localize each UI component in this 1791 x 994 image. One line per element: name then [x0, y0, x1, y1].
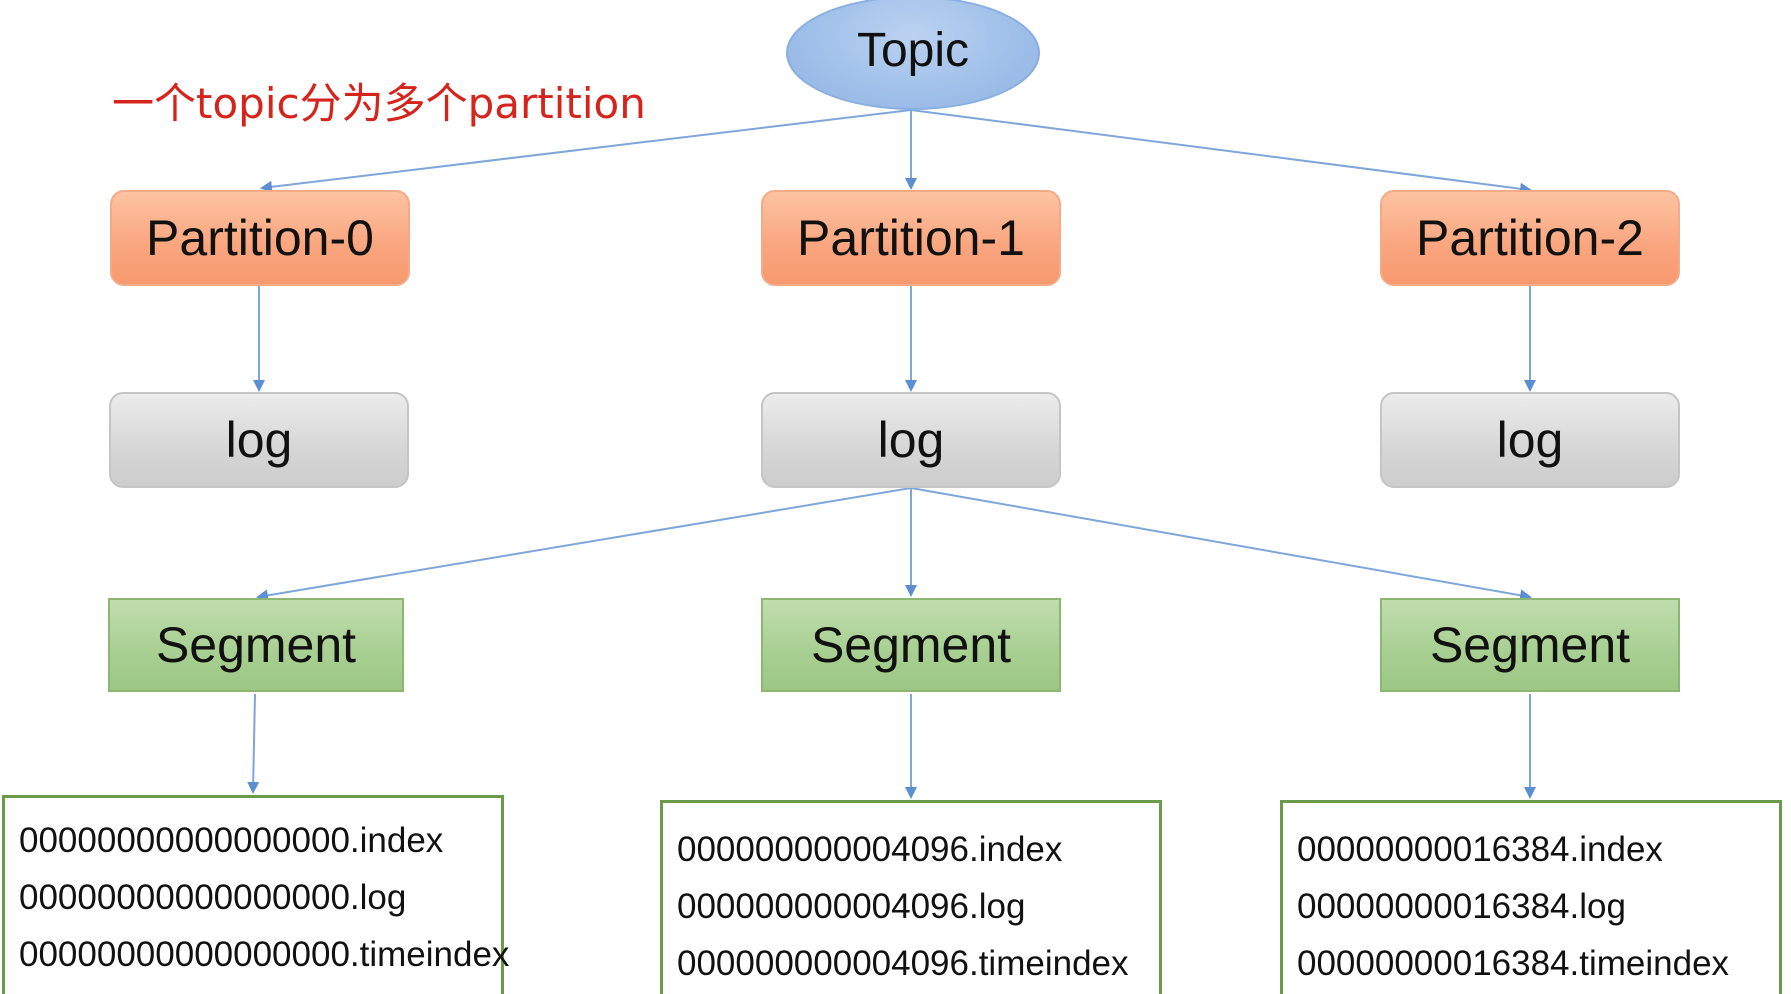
file-timeindex: 00000000000000000.timeindex	[19, 935, 510, 974]
partition-1-node: Partition-1	[761, 190, 1061, 286]
file-timeindex: 000000000004096.timeindex	[677, 944, 1129, 983]
arrow-log-to-segment-0	[256, 487, 912, 602]
file-index: 00000000016384.index	[1297, 830, 1663, 869]
file-log: 00000000000000000.log	[19, 878, 407, 917]
log-2-node: log	[1380, 392, 1680, 488]
partition-2-node: Partition-2	[1380, 190, 1680, 286]
arrow-topic-to-partition-0	[260, 109, 912, 193]
arrow-segment-0-to-files	[247, 693, 260, 794]
file-index: 000000000004096.index	[677, 830, 1063, 869]
segment-2-node: Segment	[1380, 598, 1680, 692]
log-0-node: log	[109, 392, 409, 488]
partition-0-node: Partition-0	[110, 190, 410, 286]
segment-1-files-box: 000000000004096.index 000000000004096.lo…	[660, 800, 1162, 994]
segment-1-node: Segment	[761, 598, 1061, 692]
arrow-topic-to-partition-2	[910, 109, 1532, 195]
file-log: 00000000016384.log	[1297, 887, 1626, 926]
topic-node: Topic	[786, 0, 1040, 110]
subtitle-annotation: 一个topic分为多个partition	[112, 79, 646, 128]
log-1-node: log	[761, 392, 1061, 488]
file-log: 000000000004096.log	[677, 887, 1026, 926]
segment-0-node: Segment	[108, 598, 404, 692]
segment-0-files-box: 00000000000000000.index 0000000000000000…	[2, 795, 510, 994]
file-index: 00000000000000000.index	[19, 821, 444, 860]
segment-2-files-box: 00000000016384.index 00000000016384.log …	[1280, 800, 1782, 994]
file-timeindex: 00000000016384.timeindex	[1297, 944, 1730, 983]
arrow-log-to-segment-2	[910, 487, 1532, 602]
